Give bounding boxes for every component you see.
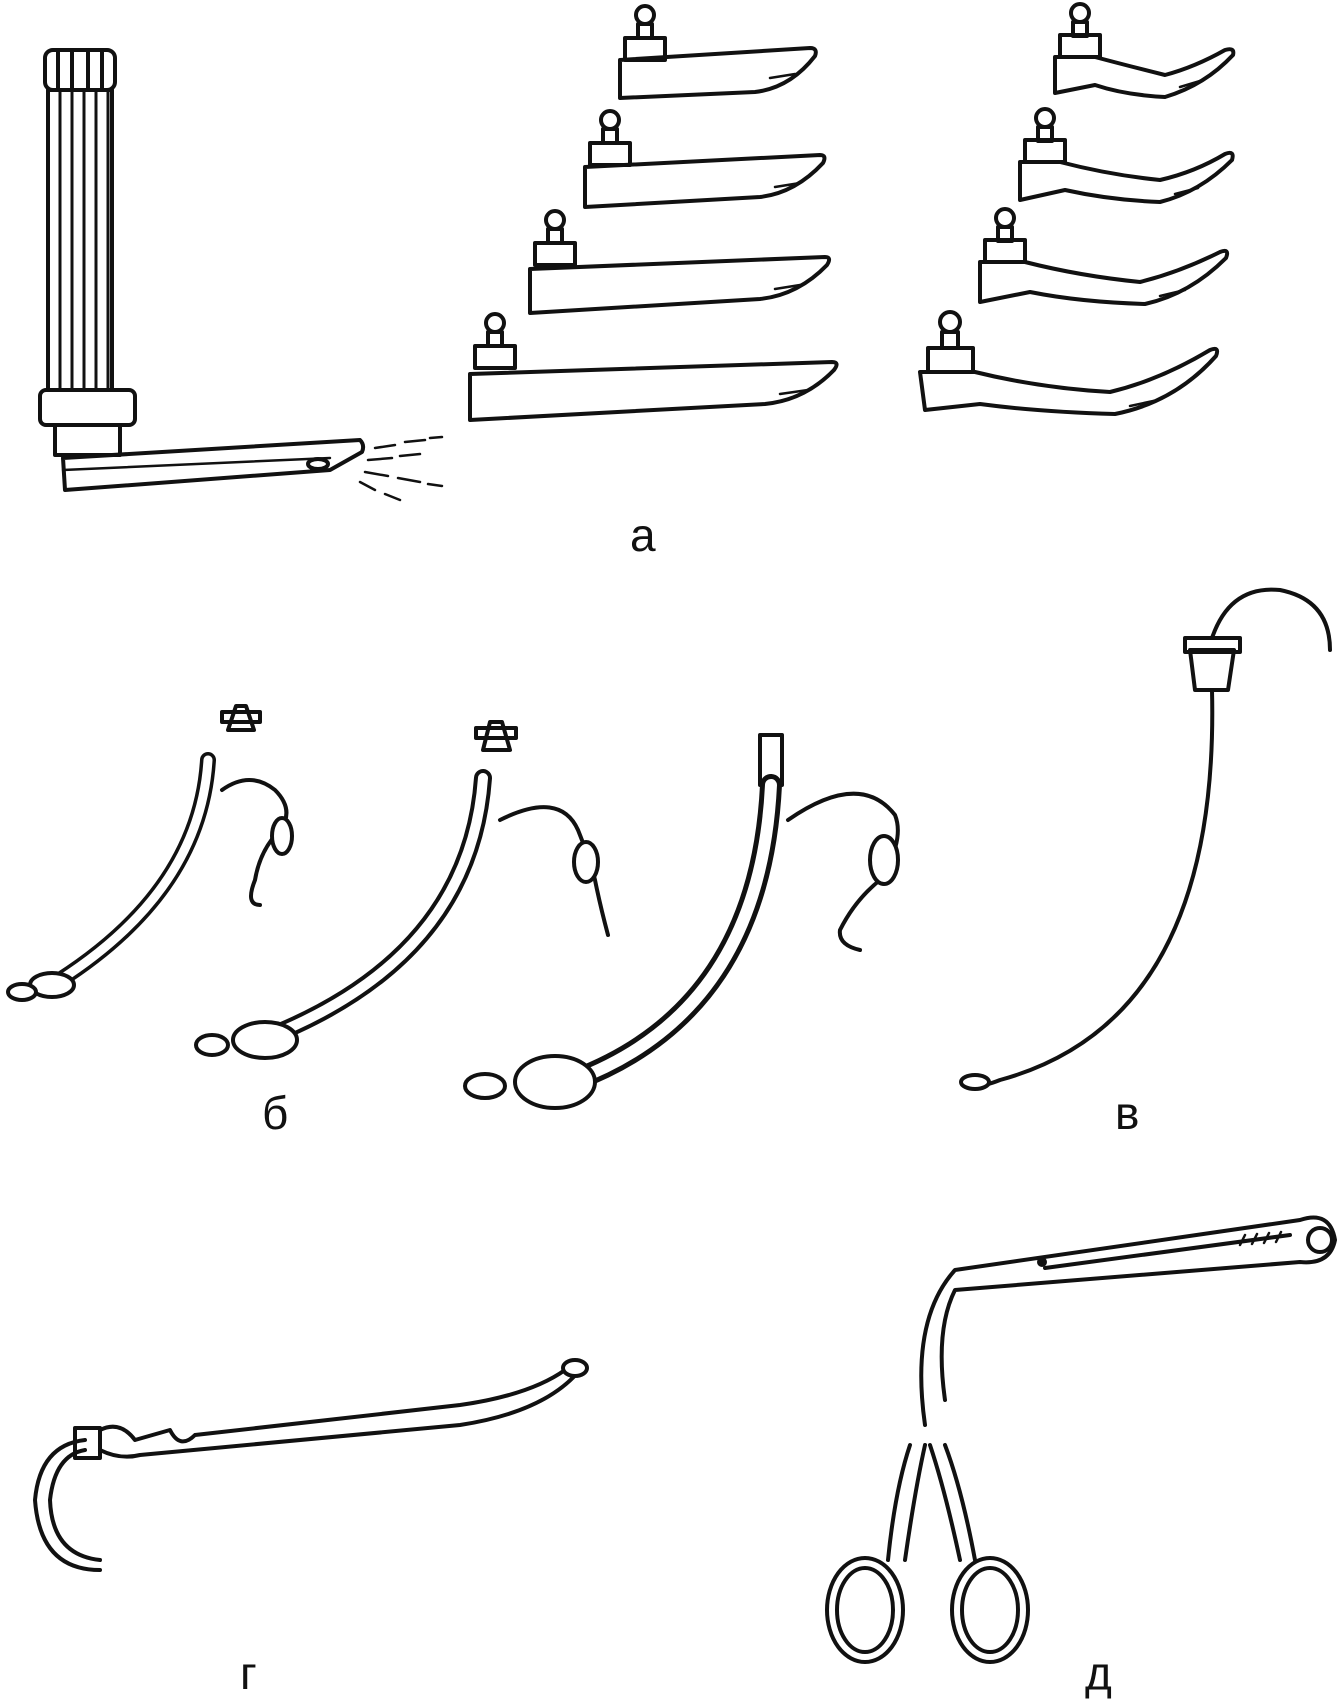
straight-blade-2 [583, 109, 827, 209]
curved-blade-2 [1018, 107, 1235, 204]
intubation-stylet [959, 587, 1332, 1091]
straight-blade-1 [618, 4, 818, 100]
panel-label-g: г [240, 1647, 257, 1699]
curved-blade-4 [918, 310, 1220, 416]
curved-blade-1 [1053, 2, 1236, 99]
panel-label-a: а [630, 509, 656, 561]
endotracheal-tube-medium [194, 720, 610, 1060]
magill-forceps [825, 1215, 1337, 1664]
endotracheal-tube-large [463, 733, 900, 1110]
panel-label-d: д [1085, 1647, 1112, 1699]
straight-blade-3 [528, 209, 832, 315]
light-rays [358, 435, 444, 502]
panel-label-b: б [262, 1087, 289, 1139]
curved-blade-3 [978, 207, 1230, 306]
panel-label-v: в [1115, 1087, 1140, 1139]
laryngoscope-mounted-blade [61, 438, 366, 492]
endotracheal-tube-small [6, 704, 294, 1002]
curved-introducer [33, 1358, 589, 1572]
straight-blade-4 [468, 312, 839, 422]
laryngoscope-handle [38, 48, 137, 457]
